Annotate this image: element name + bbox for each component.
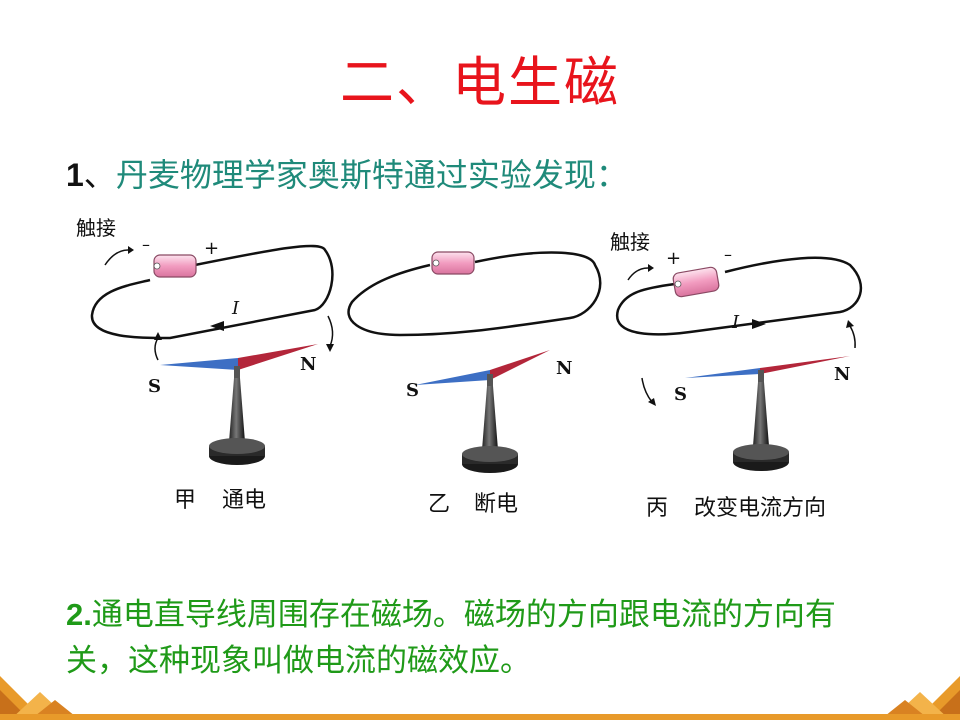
- fig-jia-n-label: N: [300, 354, 316, 375]
- corner-decoration-left: [0, 676, 80, 720]
- fig-bing-needle-south: [685, 368, 760, 378]
- fig-jia-needle-south: [160, 358, 238, 370]
- point-2-text: 通电直导线周围存在磁场。磁场的方向跟电流的方向有关，这种现象叫做电流的磁效应。: [66, 597, 836, 679]
- corner-decoration-right: [880, 676, 960, 720]
- fig-yi-caption: 乙断电: [428, 486, 518, 518]
- fig-bing-stand: [733, 370, 789, 471]
- fig-bing-plus: +: [666, 248, 681, 269]
- fig-jia-battery: [153, 254, 197, 278]
- fig-jia-stand: [209, 366, 265, 465]
- fig-yi-needle-south: [415, 370, 490, 385]
- slide-title: 二、电生磁: [340, 51, 620, 114]
- fig-jia-needle-north: [238, 344, 318, 370]
- fig-bing-label: 丙: [646, 496, 669, 521]
- point-1-number: 1: [66, 157, 84, 193]
- point-1-text: 丹麦物理学家奥斯特通过实验发现：: [115, 156, 628, 194]
- fig-bing-n-label: N: [834, 364, 850, 385]
- fig-bing-touch-arrow: [627, 267, 649, 281]
- point-2: 2.通电直导线周围存在磁场。磁场的方向跟电流的方向有关，这种现象叫做电流的磁效应…: [66, 592, 896, 684]
- fig-bing-caption: 丙改变电流方向: [646, 490, 826, 522]
- fig-jia-desc: 通电: [222, 488, 267, 513]
- fig-jia-current-arrow: [210, 321, 224, 331]
- point-1-separator: 、: [83, 156, 116, 194]
- fig-yi-n-label: N: [556, 358, 572, 379]
- fig-bing-desc: 改变电流方向: [694, 496, 827, 521]
- fig-bing-minus: –: [724, 245, 732, 264]
- point-2-number: 2.: [66, 597, 92, 632]
- fig-bing-battery: [672, 266, 720, 298]
- fig-yi-battery: [431, 251, 475, 275]
- fig-jia-label: 甲: [174, 488, 197, 513]
- fig-jia-minus: –: [142, 235, 150, 254]
- fig-jia-plus: +: [204, 238, 219, 259]
- fig-yi-stand: [462, 374, 518, 473]
- fig-bing-current-arrow: [752, 319, 766, 329]
- figure-bing: + – I S N: [615, 245, 862, 471]
- fig-yi-s-label: S: [406, 380, 419, 401]
- fig-yi-desc: 断电: [474, 492, 519, 517]
- point-1: 1、丹麦物理学家奥斯特通过实验发现：: [66, 150, 628, 196]
- fig-bing-touch-label: 触接: [610, 230, 650, 254]
- fig-jia-s-label: S: [148, 376, 161, 397]
- fig-jia-wire: [90, 244, 334, 340]
- fig-yi-wire: [347, 251, 602, 337]
- fig-yi-needle-north: [490, 350, 550, 380]
- figure-jia: – + I S N: [90, 235, 334, 465]
- fig-bing-needle-north: [760, 356, 850, 374]
- figure-yi: S N: [347, 251, 602, 473]
- fig-bing-s-label: S: [674, 384, 687, 405]
- fig-yi-label: 乙: [428, 492, 451, 517]
- fig-jia-touch-arrow: [104, 249, 129, 266]
- fig-bing-current-label: I: [731, 312, 740, 333]
- fig-jia-caption: 甲通电: [174, 482, 266, 514]
- bottom-accent-bar: [0, 714, 960, 720]
- oersted-experiment-diagram: – + I S N S: [90, 235, 862, 473]
- fig-bing-wire: [615, 256, 862, 336]
- fig-jia-touch-label: 触接: [76, 216, 116, 240]
- fig-jia-current-label: I: [231, 298, 240, 319]
